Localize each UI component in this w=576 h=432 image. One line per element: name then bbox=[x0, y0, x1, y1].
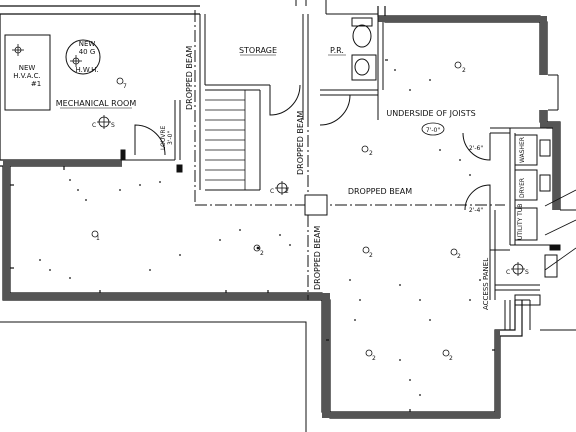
louvre-dimension: 3'-0" bbox=[167, 131, 174, 145]
smoke-tag-3s: S bbox=[525, 269, 529, 276]
hwh-label-3: H.W.H. bbox=[75, 66, 98, 74]
fixture-tag-8: 2 bbox=[372, 355, 376, 362]
height-tag-bubble bbox=[421, 122, 445, 136]
fixture-tag-2: 7 bbox=[123, 83, 127, 90]
dropped-beam-label-2: DROPPED BEAM bbox=[296, 111, 305, 175]
door-dimension-2: 2'-4" bbox=[469, 207, 483, 214]
fixture-tag-9: 2 bbox=[449, 355, 453, 362]
smoke-detector-3: C S bbox=[506, 262, 529, 276]
fixture-tag-4: 1 bbox=[96, 235, 100, 242]
light-fixtures bbox=[91, 61, 462, 357]
smoke-detector-2: C bbox=[270, 181, 289, 195]
fixture-tag-3: 2 bbox=[369, 150, 373, 157]
hvac-label-1: NEW bbox=[19, 64, 36, 72]
smoke-tag-1s: S bbox=[111, 122, 115, 129]
smoke-tag-3c: C bbox=[506, 269, 510, 276]
louvre-label: LOUVRE bbox=[160, 125, 167, 150]
hot-water-heater: NEW 40 G H.W.H. bbox=[65, 39, 101, 75]
sink-fixture bbox=[351, 54, 377, 81]
fixture-tag-5: 2 bbox=[260, 250, 264, 257]
smoke-detector-1: C S bbox=[92, 115, 115, 129]
fixture-tag-10: 2 bbox=[285, 188, 289, 195]
dropped-beam-label-3: DROPPED BEAM bbox=[348, 187, 412, 196]
wiring-dots bbox=[39, 69, 481, 396]
panel-boxes bbox=[514, 139, 558, 306]
washer-label: WASHER bbox=[519, 137, 526, 163]
leader-lines bbox=[544, 189, 576, 331]
utility-tub: UTILITY TUB bbox=[514, 204, 538, 241]
hwh-label-2: 40 G bbox=[79, 48, 96, 56]
fixture-tag-6: 2 bbox=[369, 252, 373, 259]
utility-tub-label: UTILITY TUB bbox=[517, 204, 524, 240]
staircase bbox=[205, 90, 246, 190]
wall-fill bbox=[3, 16, 560, 418]
storage-label: STORAGE bbox=[239, 46, 277, 55]
underside-of-joists-label: UNDERSIDE OF JOISTS bbox=[386, 109, 475, 118]
smoke-tag-1c: C bbox=[92, 122, 96, 129]
smoke-tag-2c: C bbox=[270, 188, 274, 195]
powder-room-label: P.R. bbox=[330, 46, 344, 55]
beam-column bbox=[304, 194, 328, 216]
mechanical-room-label: MECHANICAL ROOM bbox=[56, 99, 137, 108]
hvac-label-2: H.V.A.C. bbox=[13, 72, 40, 80]
hvac-unit: NEW H.V.A.C. #1 bbox=[4, 34, 51, 111]
washer-unit: WASHER bbox=[514, 134, 538, 166]
dryer-label: DRYER bbox=[519, 178, 526, 198]
dropped-beam-label-4: DROPPED BEAM bbox=[313, 226, 322, 290]
dropped-beam-label-1: DROPPED BEAM bbox=[185, 46, 194, 110]
toilet-fixture bbox=[351, 17, 373, 48]
receptacle-marks bbox=[10, 59, 495, 412]
dryer-unit: DRYER bbox=[514, 169, 538, 201]
fixture-tag-7: 2 bbox=[457, 253, 461, 260]
door-swings bbox=[134, 84, 491, 211]
hvac-label-3: #1 bbox=[31, 80, 41, 88]
access-panel-label: ACCESS PANEL bbox=[482, 258, 490, 310]
height-tag: 7'-0" bbox=[426, 127, 440, 134]
hwh-label-1: NEW bbox=[79, 40, 96, 48]
fixture-tag-1: 2 bbox=[462, 67, 466, 74]
door-dimension-1: 2'-6" bbox=[469, 145, 483, 152]
